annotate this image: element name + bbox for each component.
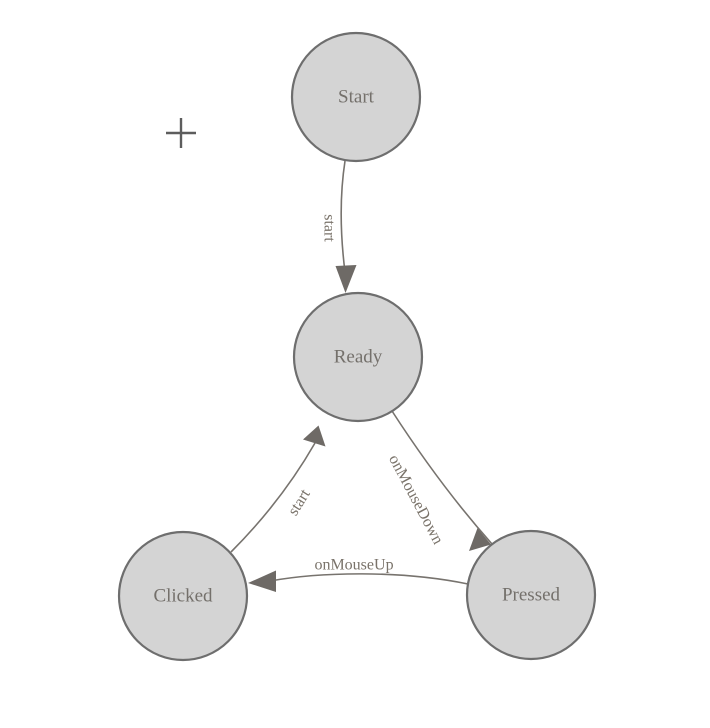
edge-line	[340, 160, 346, 273]
edge-pressed-to-clicked[interactable]: onMouseUp	[248, 557, 469, 592]
edge-label-clicked-to-ready: start	[285, 486, 314, 519]
arrowhead-icon	[469, 528, 491, 551]
edge-label-start-to-ready: start	[320, 214, 337, 242]
edge-label-pressed-to-clicked: onMouseUp	[314, 557, 393, 574]
node-label: Start	[338, 86, 375, 107]
arrowhead-icon	[303, 425, 326, 447]
edge-line	[391, 410, 493, 545]
node-label: Ready	[334, 346, 383, 367]
node-pressed[interactable]: Pressed	[465, 529, 597, 661]
node-label: Clicked	[153, 585, 213, 606]
arrowhead-icon	[335, 265, 357, 293]
node-ready[interactable]: Ready	[292, 291, 424, 423]
node-label: Pressed	[502, 584, 561, 605]
node-shape	[117, 530, 249, 662]
node-clicked[interactable]: Clicked	[117, 530, 249, 662]
node-shape	[465, 529, 597, 661]
arrowhead-icon	[248, 570, 276, 592]
edge-clicked-to-ready[interactable]: start	[230, 425, 326, 553]
node-start[interactable]: Start	[290, 31, 422, 163]
crosshair-icon	[166, 118, 196, 148]
node-shape	[290, 31, 422, 163]
edge-label-ready-to-pressed: onMouseDown	[385, 452, 446, 547]
edge-line	[269, 573, 469, 585]
node-shape	[292, 291, 424, 423]
edge-start-to-ready[interactable]: start	[320, 160, 357, 293]
edge-line	[230, 442, 316, 553]
edge-ready-to-pressed[interactable]: onMouseDown	[385, 410, 493, 551]
